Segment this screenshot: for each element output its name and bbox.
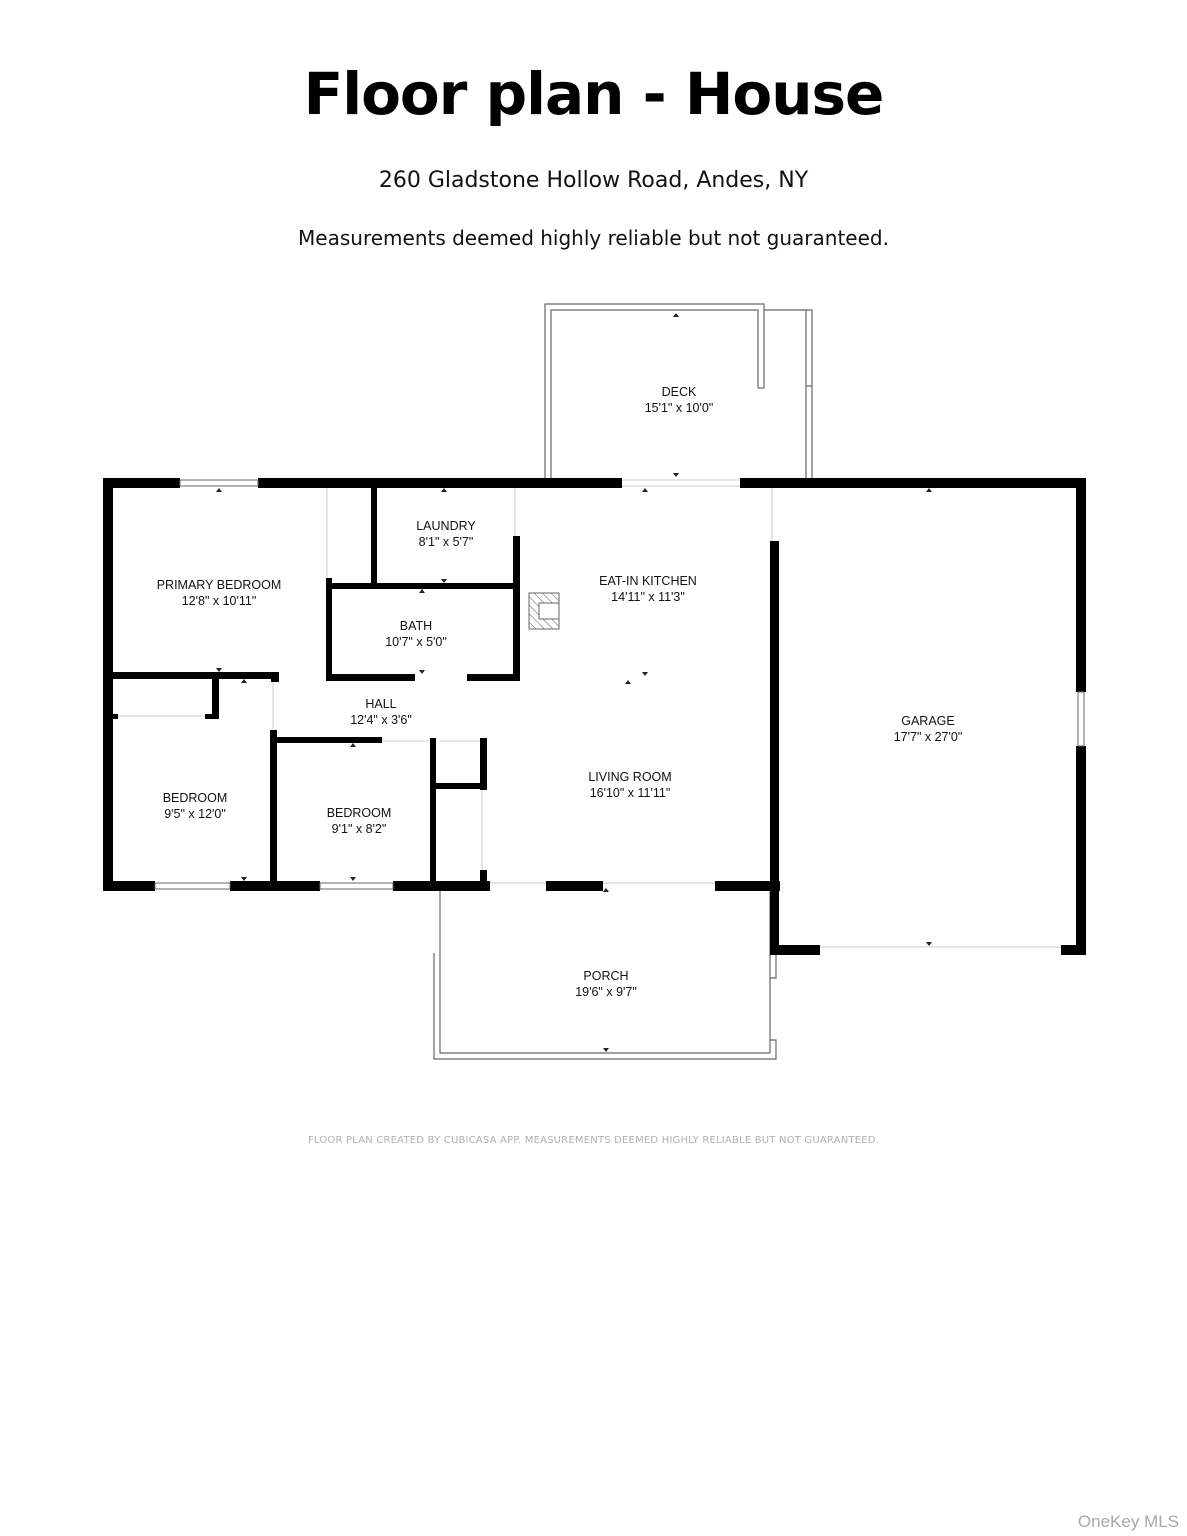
room-bedroom-1: BEDROOM 9'5" x 12'0"	[163, 791, 228, 821]
room-porch: PORCH 19'6" x 9'7"	[575, 969, 637, 999]
interior-walls	[113, 488, 520, 882]
room-name: BATH	[400, 619, 432, 633]
room-size: 14'11" x 11'3"	[611, 590, 685, 604]
room-living-room: LIVING ROOM 16'10" x 11'11"	[588, 770, 671, 800]
room-size: 8'1" x 5'7"	[419, 535, 474, 549]
room-name: LIVING ROOM	[588, 770, 671, 784]
room-size: 12'8" x 10'11"	[182, 594, 257, 608]
measurement-disclaimer: Measurements deemed highly reliable but …	[298, 226, 889, 250]
room-deck: DECK 15'1" x 10'0"	[645, 385, 714, 415]
measurement-ticks	[216, 313, 932, 1052]
porch-outline	[433, 888, 777, 1060]
exterior-walls	[103, 478, 1086, 955]
room-size: 19'6" x 9'7"	[575, 985, 637, 999]
room-name: GARAGE	[901, 714, 955, 728]
room-name: DECK	[662, 385, 697, 399]
openings	[117, 479, 1061, 948]
room-name: BEDROOM	[327, 806, 392, 820]
room-name: PRIMARY BEDROOM	[157, 578, 282, 592]
room-size: 16'10" x 11'11"	[590, 786, 671, 800]
room-size: 10'7" x 5'0"	[385, 635, 447, 649]
room-garage: GARAGE 17'7" x 27'0"	[894, 714, 963, 744]
room-bedroom-2: BEDROOM 9'1" x 8'2"	[327, 806, 392, 836]
room-name: PORCH	[583, 969, 628, 983]
room-size: 12'4" x 3'6"	[350, 713, 412, 727]
fireplace-icon	[528, 592, 560, 630]
page-title: Floor plan - House	[303, 60, 885, 128]
room-size: 9'5" x 12'0"	[164, 807, 226, 821]
room-primary-bedroom: PRIMARY BEDROOM 12'8" x 10'11"	[157, 578, 282, 608]
windows	[154, 479, 1085, 890]
room-name: HALL	[365, 697, 396, 711]
room-hall: HALL 12'4" x 3'6"	[350, 697, 412, 727]
room-size: 17'7" x 27'0"	[894, 730, 963, 744]
onekey-mls-watermark: OneKey MLS	[1077, 1512, 1179, 1531]
room-size: 9'1" x 8'2"	[332, 822, 387, 836]
room-name: EAT-IN KITCHEN	[599, 574, 697, 588]
room-bath: BATH 10'7" x 5'0"	[385, 619, 447, 649]
room-laundry: LAUNDRY 8'1" x 5'7"	[416, 519, 476, 549]
room-name: LAUNDRY	[416, 519, 476, 533]
room-name: BEDROOM	[163, 791, 228, 805]
cubicasa-footer-note: FLOOR PLAN CREATED BY CUBICASA APP. MEAS…	[307, 1135, 880, 1146]
room-size: 15'1" x 10'0"	[645, 401, 714, 415]
room-kitchen: EAT-IN KITCHEN 14'11" x 11'3"	[599, 574, 697, 604]
deck-outline	[544, 303, 813, 482]
property-address: 260 Gladstone Hollow Road, Andes, NY	[378, 168, 809, 193]
